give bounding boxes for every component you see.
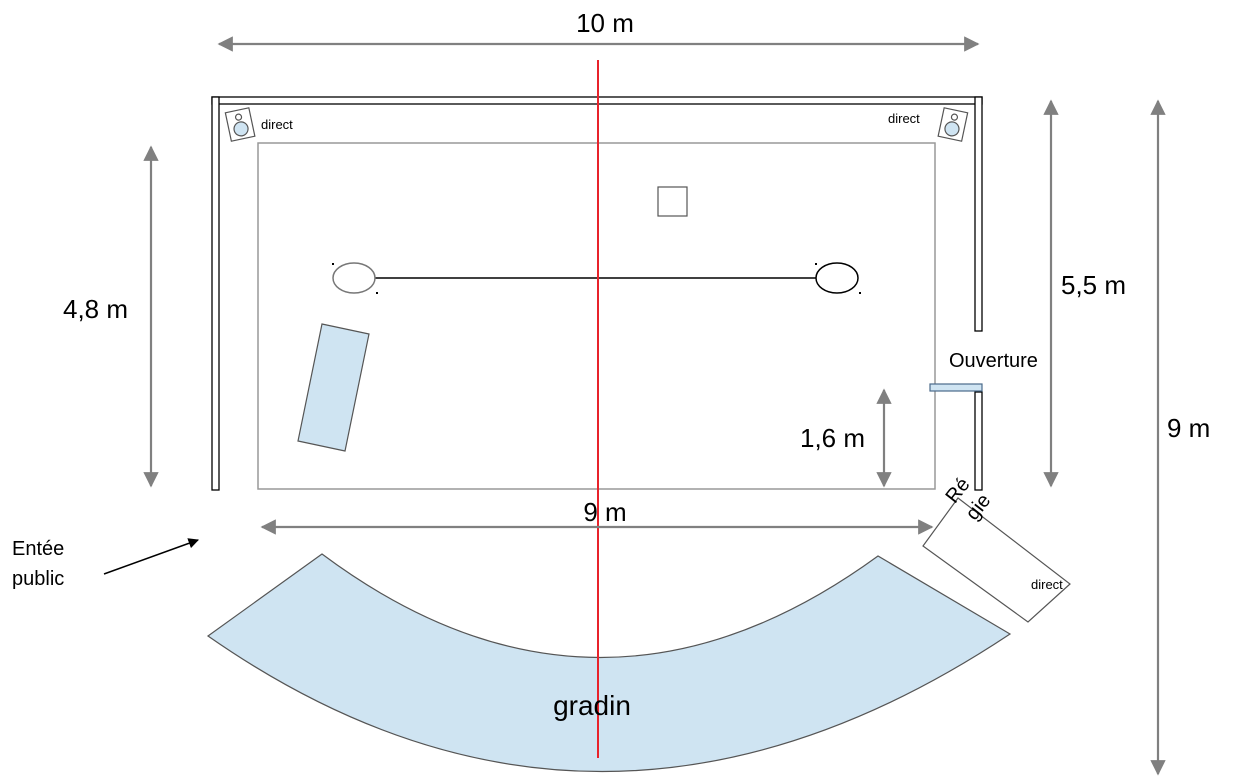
wall-right-upper — [974, 96, 983, 332]
ellipse-right — [815, 262, 859, 294]
top-width-label: 10 m — [576, 8, 634, 38]
wall-left — [211, 96, 220, 491]
seating-label: gradin — [553, 690, 631, 721]
side-height-label: 1,6 m — [800, 423, 865, 453]
speaker-right-icon — [937, 107, 969, 142]
opening-door — [929, 383, 983, 392]
ellipse-handle-marks — [332, 263, 861, 294]
ellipse-left — [332, 262, 376, 294]
speaker-left-icon — [224, 107, 256, 142]
tilted-platform — [297, 323, 370, 452]
regie-booth — [922, 497, 1071, 623]
speaker-right-label: direct — [888, 111, 920, 126]
entrance-label-line1: Entée — [12, 538, 64, 560]
regie-direct-label: direct — [1031, 577, 1063, 592]
seating-area — [206, 553, 1012, 772]
entrance-arrow — [103, 538, 199, 575]
speaker-left-label: direct — [261, 117, 293, 132]
stage-width-label: 9 m — [583, 497, 626, 527]
stage-area — [257, 142, 936, 490]
left-depth-label: 4,8 m — [63, 294, 128, 324]
entrance-label-line2: public — [12, 568, 64, 590]
square-prop — [657, 186, 688, 217]
wall-right-lower — [974, 391, 983, 491]
right-depth-label: 5,5 m — [1061, 270, 1126, 300]
opening-label: Ouverture — [949, 350, 1038, 372]
total-depth-label: 9 m — [1167, 413, 1210, 443]
